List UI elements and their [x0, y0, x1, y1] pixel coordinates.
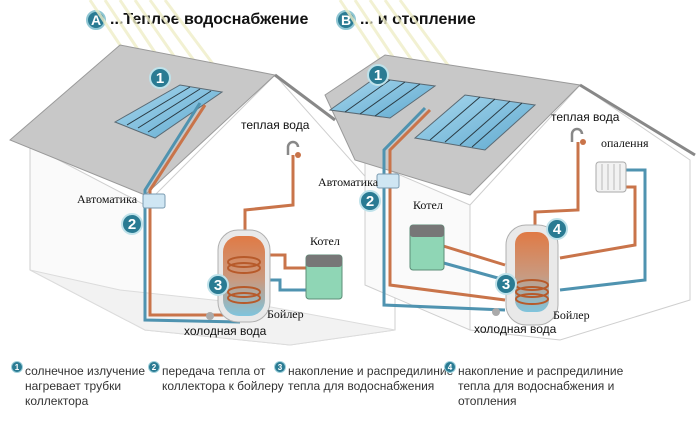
house-b-marker-4: 4	[546, 218, 568, 240]
house-a-faucet-icon	[286, 140, 300, 155]
legend-item-1: 1 солнечное излучение нагревает трубки к…	[11, 361, 146, 409]
house-b	[324, 54, 696, 341]
house-a-boiler-hot-pipe	[270, 253, 310, 270]
section-title-b-text: ... и отопление	[360, 11, 476, 28]
legend-text-line: накопление и распредилиние	[288, 364, 454, 378]
house-a-panel-lines	[126, 86, 212, 133]
house-b-marker-1: 1	[367, 64, 389, 86]
house-b-controller-label: Автоматика	[318, 175, 379, 189]
house-b-marker-2: 2	[359, 190, 381, 212]
house-b-marker-3: 3	[495, 273, 517, 295]
house-b-hot-pipe-collector	[388, 108, 506, 302]
house-b-warm-water-label: теплая вода	[551, 110, 620, 124]
house-b-heating-label: опалення	[601, 136, 649, 150]
house-b-radiator-icon	[595, 161, 627, 193]
house-a-hot-pipe-collector	[148, 104, 240, 317]
legend-marker-2: 2	[148, 361, 160, 373]
house-a-floor	[29, 269, 396, 346]
legend-item-4: 4 накопление и распредилиние тепла для в…	[444, 361, 624, 409]
legend-marker-4: 4	[444, 361, 456, 373]
legend-text-line: солнечное излучение	[25, 364, 146, 378]
house-b-radiator-cold-pipe	[559, 168, 647, 292]
house-a-cold-water-label: холодная вода	[184, 324, 267, 338]
house-a-cold-water-inlet	[206, 312, 214, 320]
legend-text-line: накопление и распредилиние	[458, 364, 624, 378]
house-b-cold-pipe-collector	[382, 106, 506, 312]
legend-marker-1: 1	[11, 361, 23, 373]
legend-text-line: тепла для водоснабжения и	[458, 379, 615, 393]
house-b-tank-label: Бойлер	[553, 308, 590, 322]
house-a	[9, 44, 396, 346]
house-a-marker-3: 3	[207, 274, 229, 296]
legend-text-line: передача тепла от	[162, 364, 266, 378]
legend-text-line: коллектора	[25, 394, 89, 408]
house-b-panel-lines	[344, 79, 523, 148]
house-a-cold-pipe-collector	[143, 102, 241, 324]
house-b-cold-water-label: холодная вода	[474, 322, 557, 336]
house-b-faucet-icon	[570, 127, 584, 142]
house-a-marker-2: 2	[121, 213, 143, 235]
house-a-marker-1: 1	[149, 67, 171, 89]
house-b-boiler-hot-pipe	[439, 243, 506, 267]
house-a-boiler-heater-label: Котел	[310, 234, 340, 248]
house-b-controller-box	[376, 173, 400, 189]
house-b-boiler-heater-label: Котел	[413, 198, 443, 212]
legend-item-3: 3 накопление и распредилиние тепла для в…	[274, 361, 454, 394]
house-a-roof-edge	[274, 73, 336, 122]
house-a-warm-water-pipe	[243, 155, 295, 232]
house-a-warm-water-label: теплая вода	[241, 118, 310, 132]
legend-text-line: отопления	[458, 394, 517, 408]
house-a-controller-label: Автоматика	[77, 192, 138, 206]
house-b-solar-panel-right	[413, 94, 537, 151]
house-a-tank-label: Бойлер	[267, 307, 304, 321]
house-a-boiler-cold-pipe	[270, 278, 310, 292]
legend-marker-3: 3	[274, 361, 286, 373]
house-b-roof-edge	[579, 83, 696, 157]
legend-text-line: нагревает трубки	[25, 379, 122, 393]
legend-item-2: 2 передача тепла от коллектора к бойлеру	[148, 361, 284, 394]
legend-text-line: коллектора к бойлеру	[162, 379, 284, 393]
house-b-boiler-cold-pipe	[439, 260, 506, 282]
house-a-controller-box	[142, 193, 166, 209]
house-b-radiator-hot-pipe	[559, 185, 637, 260]
legend-text-line: тепла для водоснабжения	[288, 379, 435, 393]
house-b-cold-water-inlet	[492, 308, 500, 316]
house-a-solar-panel	[113, 84, 224, 139]
house-b-warm-water-pipe	[533, 142, 580, 232]
section-title-b: B ... и отопление	[336, 10, 476, 30]
